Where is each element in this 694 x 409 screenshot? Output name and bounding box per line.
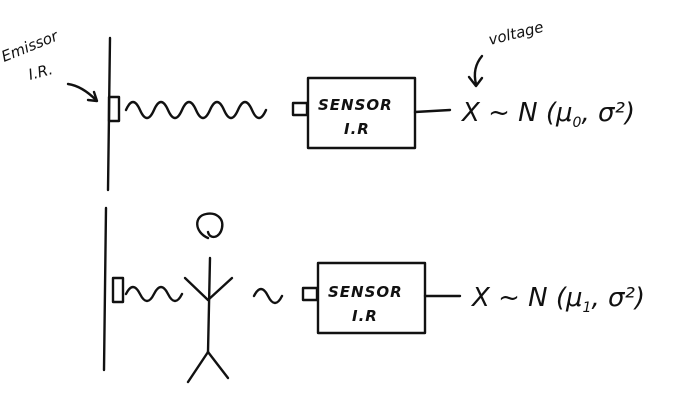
person-head (196, 212, 224, 240)
output-line-top (413, 108, 452, 114)
ir-wave-bottom-right (252, 287, 284, 305)
sensor-sublabel-top: I.R (344, 120, 370, 138)
emitter-label: Emissor (0, 27, 61, 66)
emitter-bottom (111, 276, 125, 304)
sensor-label-bottom: SENSOR (328, 283, 403, 301)
person-body (206, 256, 212, 354)
person-arm-right (206, 276, 234, 302)
scenario-bottom: SENSOR I.R X ~ N (μ1, σ²) (102, 206, 645, 384)
sensor-receiver-top (291, 101, 309, 117)
sensor-box-bottom (316, 261, 427, 335)
emitter-sublabel: I.R. (26, 60, 54, 84)
formula-bottom: X ~ N (μ1, σ²) (470, 283, 645, 316)
scenario-top: SENSOR I.R X ~ N (μ0, σ²) (106, 36, 635, 192)
emitter-arrowhead (86, 90, 99, 103)
emitter-top (107, 95, 121, 123)
sensor-sublabel-bottom: I.R (352, 307, 378, 325)
person-arm-left (183, 276, 210, 302)
ir-wave-top (124, 100, 268, 120)
wall-bottom (102, 206, 108, 372)
person-leg-left (186, 350, 210, 384)
emitter-arrow (66, 82, 98, 102)
ir-wave-bottom-left (124, 285, 184, 303)
person-leg-right (206, 350, 230, 380)
sensor-receiver-bottom (301, 286, 319, 302)
voltage-label: voltage (487, 18, 546, 49)
emitter-annotation: Emissor I.R. (0, 27, 99, 103)
voltage-arrowhead (467, 75, 484, 88)
sensor-label-top: SENSOR (318, 96, 393, 114)
voltage-arrow (473, 54, 484, 86)
voltage-annotation: voltage (467, 18, 546, 88)
formula-top: X ~ N (μ0, σ²) (460, 98, 635, 131)
person-figure (183, 212, 234, 384)
